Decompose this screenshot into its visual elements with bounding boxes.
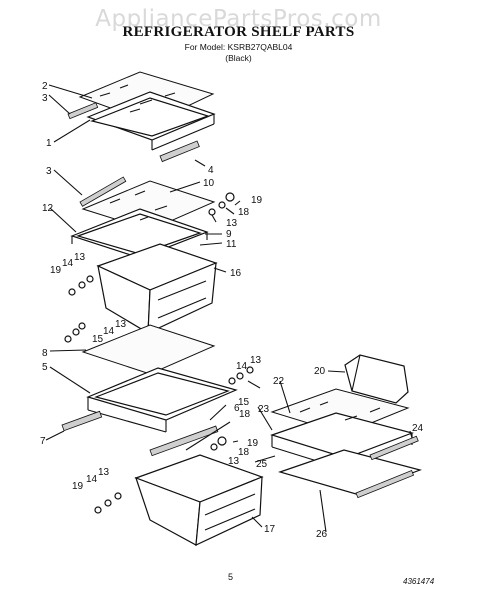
- shelf-rail-4[interactable]: [159, 140, 200, 163]
- callout-3: 3: [42, 93, 48, 104]
- screw-19-bottom[interactable]: [94, 506, 102, 514]
- rail-26[interactable]: [355, 470, 415, 499]
- clip-13-mid[interactable]: [78, 322, 86, 330]
- callout-10: 10: [203, 178, 215, 189]
- callout-14d: 14: [86, 474, 98, 485]
- callout-13c: 13: [115, 319, 127, 330]
- clip-13-right[interactable]: [246, 366, 254, 374]
- callout-18c: 18: [238, 447, 250, 458]
- callout-2: 2: [42, 81, 48, 92]
- washer-18-top[interactable]: [218, 201, 226, 209]
- washer-18-lower[interactable]: [210, 443, 218, 451]
- lower-drawer-front[interactable]: [195, 476, 263, 546]
- screw-19-lower[interactable]: [217, 436, 227, 446]
- clip-15-right[interactable]: [228, 377, 236, 385]
- callout-1: 1: [46, 138, 52, 149]
- lower-shelf-assembly: [61, 324, 238, 457]
- right-shelf-lower-frame[interactable]: [278, 449, 422, 495]
- callout-20: 20: [314, 366, 326, 377]
- callout-23: 23: [258, 404, 270, 415]
- callout-11: 11: [226, 239, 237, 250]
- screw-19-top[interactable]: [225, 192, 235, 202]
- page-number: 5: [228, 572, 234, 582]
- watermark: AppliancePartsPros.com: [95, 6, 382, 32]
- shelf-rail-6[interactable]: [149, 425, 219, 457]
- callout-16: 16: [230, 268, 242, 279]
- callout-13f: 13: [98, 467, 110, 478]
- callout-15: 15: [92, 334, 104, 345]
- figure-number: 4361474: [403, 577, 435, 586]
- callout-7: 7: [40, 436, 46, 447]
- shelf-rail-3[interactable]: [79, 176, 127, 207]
- leader-lines: [45, 84, 413, 533]
- callout-25: 25: [256, 459, 268, 470]
- callout-13: 13: [226, 218, 238, 229]
- callout-22: 22: [273, 376, 285, 387]
- washer-14-mid[interactable]: [72, 328, 80, 336]
- callout-24: 24: [412, 423, 424, 434]
- rail-24[interactable]: [369, 435, 419, 461]
- callout-17: 17: [264, 524, 276, 535]
- color-line: (Black): [225, 53, 252, 63]
- shelf-rail-7[interactable]: [61, 410, 103, 432]
- crisper-drawer-lower: [134, 454, 264, 546]
- callout-15b: 15: [238, 397, 250, 408]
- callout-13e: 13: [228, 456, 240, 467]
- callout-3b: 3: [46, 166, 52, 177]
- crisper-drawer-upper: [96, 243, 218, 335]
- middle-shelf-assembly: [70, 176, 216, 259]
- washer-14-bottom[interactable]: [104, 499, 112, 507]
- washer-14-right[interactable]: [236, 372, 244, 380]
- callout-4: 4: [208, 165, 214, 176]
- clip-15-mid[interactable]: [64, 335, 72, 343]
- callout-labels: 2 3 1 4 3 10 12 19 18 13 9 11 19 14 13 1…: [40, 81, 424, 540]
- callout-19c: 19: [247, 438, 259, 449]
- top-shelf-inner: [90, 97, 210, 137]
- callout-14b: 14: [103, 326, 115, 337]
- page-title: REFRIGERATOR SHELF PARTS: [122, 24, 355, 40]
- callout-14c: 14: [236, 361, 248, 372]
- callout-18: 18: [238, 207, 250, 218]
- right-shelf-assembly: [270, 354, 422, 499]
- top-rail-left[interactable]: [67, 102, 99, 120]
- model-line: For Model: KSRB27QABL04: [184, 42, 293, 52]
- callout-8: 8: [42, 348, 48, 359]
- washer-14-left[interactable]: [78, 281, 86, 289]
- clip-13-top[interactable]: [208, 208, 216, 216]
- screw-19-left[interactable]: [68, 288, 76, 296]
- top-shelf-assembly: [67, 71, 216, 163]
- lower-glass-shelf[interactable]: [81, 324, 216, 375]
- callout-26: 26: [316, 529, 328, 540]
- callout-19b: 19: [50, 265, 62, 276]
- callout-14: 14: [62, 258, 74, 269]
- lower-shelf-inner: [94, 372, 230, 416]
- clip-13-left[interactable]: [86, 275, 94, 283]
- callout-12: 12: [42, 203, 54, 214]
- clip-13-bottom[interactable]: [114, 492, 122, 500]
- callout-13d: 13: [250, 355, 262, 366]
- callout-19: 19: [251, 195, 263, 206]
- callout-13b: 13: [74, 252, 86, 263]
- hardware: [64, 192, 254, 514]
- callout-19d: 19: [72, 481, 84, 492]
- callout-6: 6: [234, 403, 240, 414]
- middle-shelf-inner: [76, 213, 202, 255]
- callout-18b: 18: [239, 409, 251, 420]
- callout-9: 9: [226, 229, 232, 240]
- callout-5: 5: [42, 362, 48, 373]
